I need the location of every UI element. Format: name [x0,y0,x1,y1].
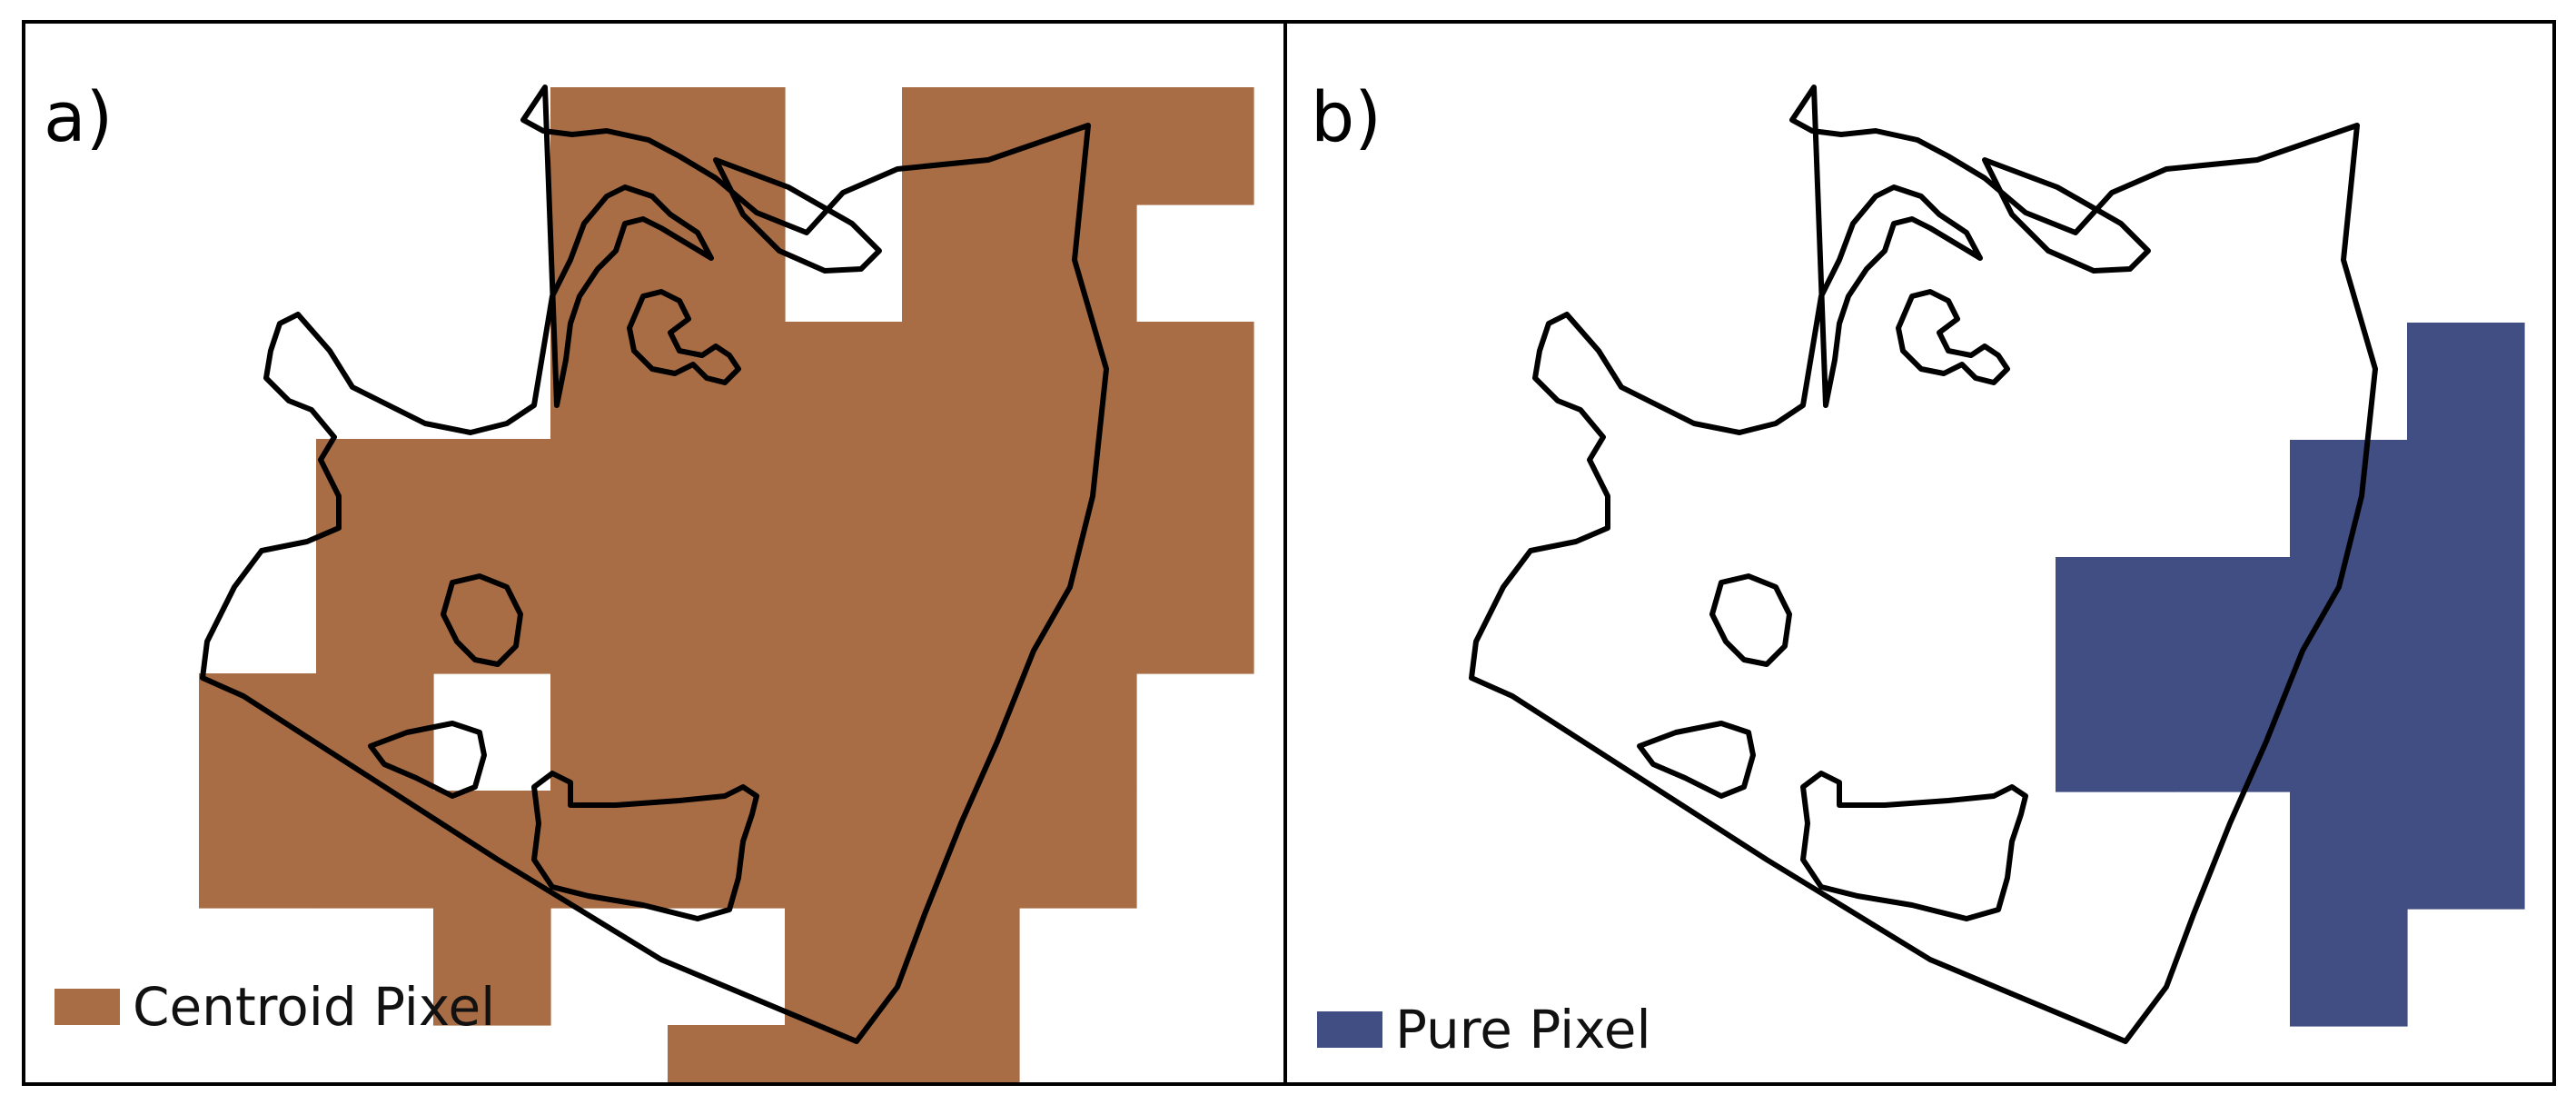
inner-lake-bottom-right [1800,771,2028,921]
panel-b-label: b) [1311,76,1382,157]
pixel-cell [668,791,786,909]
legend-label-pure-pixel: Pure Pixel [1395,999,1651,1060]
pixel-cell [1019,556,1137,674]
pixel-cell [902,791,1020,909]
pixel-cell [1136,439,1254,557]
pixel-cell [2056,674,2174,792]
boundary-polygon-outline [1469,85,2378,1044]
pixel-cell [2290,557,2408,675]
pixel-cell [2407,557,2525,675]
pixel-cell [550,673,669,791]
pixel-cell [902,322,1020,440]
panel-b-outlines [1469,85,2378,1044]
inner-lake-bottom-left [368,721,487,799]
pixel-cell [785,673,903,791]
small-island-curl [627,289,741,385]
panel-a-legend: Centroid Pixel [54,981,495,1033]
panel-divider [1283,24,1287,1082]
pixel-cell [668,1025,786,1082]
boundary-polygon-outline [200,85,1109,1044]
pixel-cell [2407,323,2525,441]
pixel-cell [550,439,669,557]
pixel-cell [433,556,551,674]
inner-lake-bottom-right [531,771,759,921]
pixel-cell [316,791,434,909]
pixel-cell [785,556,903,674]
centroid-pixel-swatch [54,989,120,1025]
pixel-cell [1019,322,1137,440]
pixel-cell [2173,674,2291,792]
pixel-cell [433,791,551,909]
pixel-cell [785,791,903,909]
pixel-cell [1019,673,1137,791]
pixel-cell [785,439,903,557]
panel-a-canvas [199,85,1254,1082]
pixel-cell [1019,791,1137,909]
panel-a-outlines [200,85,1109,1044]
pixel-cell [316,439,434,557]
pixel-cell [2173,557,2291,675]
pixel-cell [1136,87,1254,205]
inner-island-mid [441,573,523,667]
pixel-cell [902,204,1020,323]
pixel-cell [433,908,551,1026]
pixel-cell [433,439,551,557]
pixel-cell [2290,791,2408,910]
pixel-cell [2056,557,2174,675]
pixel-cell [785,322,903,440]
pixel-cell [2407,440,2525,558]
pixel-cell [550,87,669,205]
small-island-curl [1896,289,2010,385]
pixel-cell [902,556,1020,674]
centroid-pixel-cells [199,87,1254,1082]
pixel-cell [668,673,786,791]
inner-lake-top [713,157,882,274]
pure-pixel-swatch [1317,1011,1382,1048]
inner-lake-top [1982,157,2151,274]
pixel-cell [2407,674,2525,792]
pixel-cell [2290,674,2408,792]
inner-island-mid [1709,573,1792,667]
pure-pixel-cells [2056,323,2525,1027]
pixel-cell [1019,439,1137,557]
legend-label-centroid-pixel: Centroid Pixel [133,976,496,1038]
pixel-cell [1136,556,1254,674]
pixel-cell [902,1025,1020,1082]
pixel-cell [316,556,434,674]
pixel-cell [199,791,317,909]
panel-a-label: a) [44,76,114,157]
pixel-cell [902,439,1020,557]
figure-frame: a) Centroid Pixel b) Pure Pixel [22,20,2556,1086]
pixel-cell [1019,87,1137,205]
panel-b-legend: Pure Pixel [1317,1003,1651,1056]
pixel-cell [2407,791,2525,910]
pixel-cell [550,556,669,674]
pixel-cell [668,439,786,557]
panel-b-canvas [1469,85,2525,1044]
pixel-cell [2290,909,2408,1027]
pixel-cell [1136,322,1254,440]
pixel-cell [902,87,1020,205]
inner-lake-bottom-left [1637,721,1756,799]
pixel-cell [668,556,786,674]
